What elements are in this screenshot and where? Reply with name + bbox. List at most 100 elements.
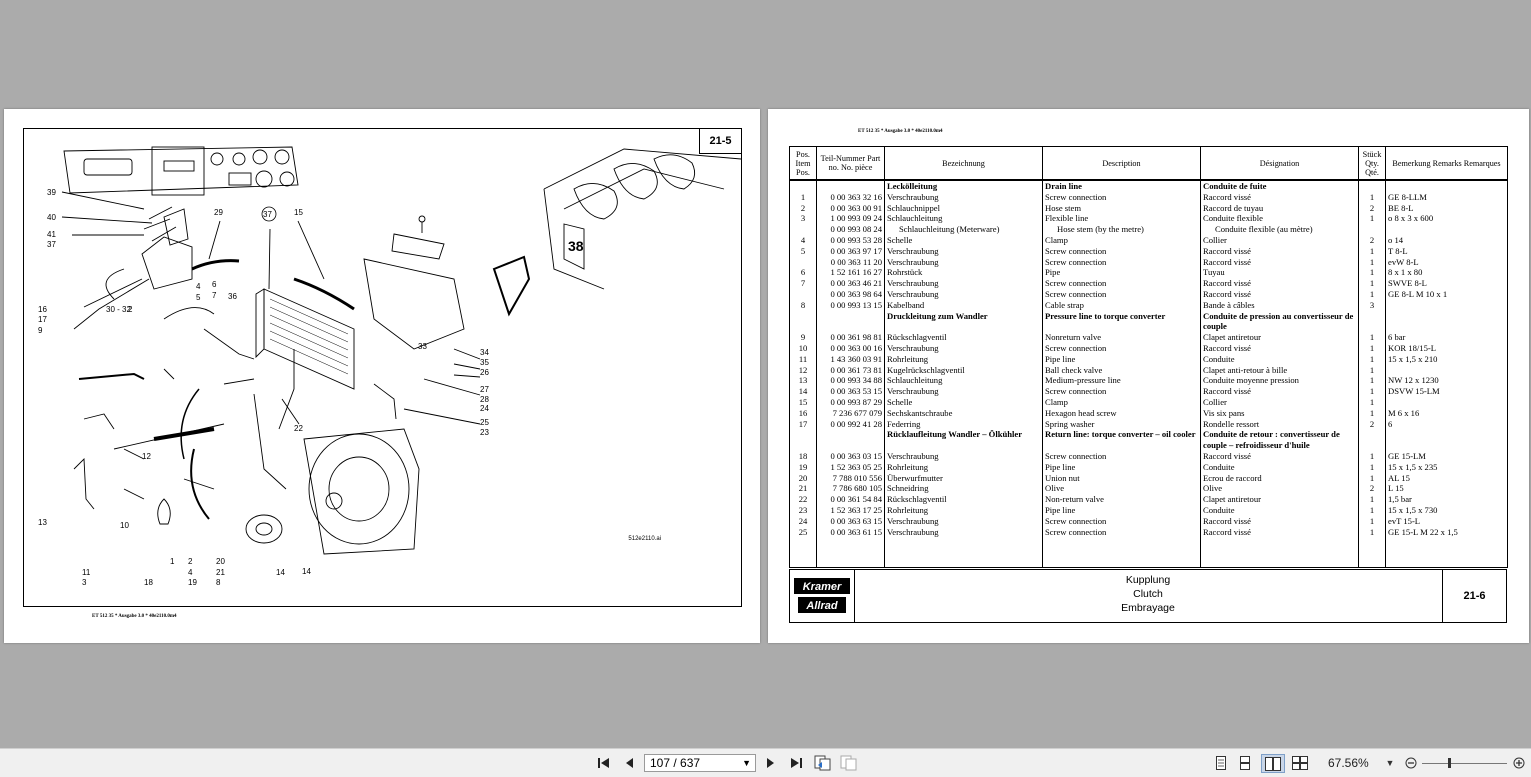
cell-part: 0 00 363 03 15	[816, 450, 885, 462]
cell-qty: 1	[1358, 342, 1386, 354]
callout-label: 20	[216, 557, 225, 566]
two-page-view-button[interactable]	[1261, 754, 1285, 773]
cell-bez: Verschraubung	[884, 515, 1043, 527]
previous-page-button[interactable]	[622, 755, 636, 771]
cell-qty: 1	[1358, 191, 1386, 203]
cell-part: 0 00 361 54 84	[816, 494, 885, 505]
cell-des: Ecrou de raccord	[1200, 472, 1359, 484]
page-number-input[interactable]: 107 / 637 ▼	[644, 754, 756, 772]
cell-rem: T 8-L	[1385, 245, 1508, 257]
cell-qty: 1	[1358, 288, 1386, 300]
title-en: Clutch	[1133, 588, 1163, 600]
cell-bez: Schlauchleitung (Meterware)	[884, 224, 1043, 235]
cell-part: 0 00 993 08 24	[816, 224, 885, 235]
callout-label: 16	[38, 305, 47, 314]
col-header-bezeichnung: Bezeichnung	[884, 146, 1043, 181]
exploded-view-drawing: 38	[38, 146, 741, 587]
cell-desc: Hexagon head screw	[1042, 407, 1201, 419]
cell-qty: 2	[1358, 418, 1386, 430]
single-page-icon	[1216, 756, 1226, 770]
cell-desc: Screw connection	[1042, 191, 1201, 203]
zoom-slider-track[interactable]	[1422, 763, 1507, 764]
zoom-slider-thumb[interactable]	[1448, 758, 1451, 768]
cell-qty: 1	[1358, 472, 1386, 484]
cell-des: Raccord vissé	[1200, 386, 1359, 397]
cell-part: 1 52 161 16 27	[816, 267, 885, 279]
cell-part: 0 00 361 98 81	[816, 332, 885, 343]
zoom-in-button[interactable]	[1512, 755, 1526, 771]
cell-pos: 5	[789, 245, 817, 257]
cell-pos: 14	[789, 386, 817, 397]
cell-rem: M 6 x 16	[1385, 407, 1508, 419]
continuous-view-button[interactable]	[1238, 755, 1252, 771]
go-back-view-button[interactable]	[814, 755, 832, 771]
cell-qty: 1	[1358, 267, 1386, 279]
cell-desc: Clamp	[1042, 396, 1201, 408]
drawing-frame: 21-5	[23, 128, 742, 607]
first-page-button[interactable]	[596, 755, 612, 771]
single-page-view-button[interactable]	[1214, 755, 1228, 771]
cell-des: Conduite	[1200, 461, 1359, 473]
callout-label: 19	[188, 578, 197, 587]
two-page-icon	[1265, 756, 1281, 771]
cell-bez: Rückschlagventil	[884, 494, 1043, 505]
next-page-button[interactable]	[764, 755, 778, 771]
cell-bez: Verschraubung	[884, 191, 1043, 203]
callout-label: 23	[480, 428, 489, 437]
callout-label: 29	[214, 208, 223, 217]
cell-part: 0 00 361 73 81	[816, 364, 885, 376]
cell-qty: 2	[1358, 234, 1386, 246]
callout-label: 11	[82, 568, 91, 577]
cell-bez: Verschraubung	[884, 245, 1043, 257]
cell-desc: Pipe line	[1042, 353, 1201, 365]
callout-label: 22	[294, 424, 303, 433]
callout-label: 21	[216, 568, 225, 577]
cell-pos: 9	[789, 332, 817, 343]
go-forward-view-button[interactable]	[840, 755, 858, 771]
cell-qty: 1	[1358, 461, 1386, 473]
callout-label: 1	[170, 557, 175, 566]
cell-desc: Union nut	[1042, 472, 1201, 484]
cell-qty: 2	[1358, 202, 1386, 214]
cell-rem: GE 15-L M 22 x 1,5	[1385, 526, 1508, 538]
zoom-out-button[interactable]	[1404, 755, 1418, 771]
cell-rem: 6	[1385, 418, 1508, 430]
cell-rem	[1385, 224, 1508, 235]
cell-rem: KOR 18/15-L	[1385, 342, 1508, 354]
cell-bez: Rohrleitung	[884, 461, 1043, 473]
callout-label: 10	[120, 521, 129, 530]
cell-part: 0 00 993 87 29	[816, 396, 885, 408]
two-page-continuous-icon	[1292, 756, 1308, 770]
cell-rem: o 8 x 3 x 600	[1385, 213, 1508, 225]
cell-pos: 19	[789, 461, 817, 473]
two-page-continuous-button[interactable]	[1292, 755, 1308, 771]
cell-des: Raccord vissé	[1200, 526, 1359, 538]
title-text: Kupplung Clutch Embrayage	[854, 570, 1442, 622]
cell-part: 0 00 363 63 15	[816, 515, 885, 527]
zoom-dropdown-button[interactable]: ▼	[1384, 755, 1396, 771]
callout-label: 6	[212, 280, 217, 289]
cell-bez: Druckleitung zum Wandler	[884, 310, 1043, 333]
viewer-toolbar: 107 / 637 ▼ 67.56% ▼	[0, 748, 1531, 777]
cell-part: 1 52 363 05 25	[816, 461, 885, 473]
cell-desc: Cable strap	[1042, 299, 1201, 311]
cell-des: Clapet antiretour	[1200, 494, 1359, 505]
cell-rem: AL 15	[1385, 472, 1508, 484]
cell-qty: 1	[1358, 450, 1386, 462]
cell-rem: GE 8-L M 10 x 1	[1385, 288, 1508, 300]
cell-des: Clapet anti-retour à bille	[1200, 364, 1359, 376]
cell-bez: Rohrleitung	[884, 504, 1043, 516]
last-page-button[interactable]	[788, 755, 804, 771]
callout-label: 3	[82, 578, 87, 587]
right-page-header-ref: ET 512 35 * Ausgabe 3.0 * 40e2110.0m4	[858, 129, 943, 134]
callout-label: 27	[480, 385, 489, 394]
